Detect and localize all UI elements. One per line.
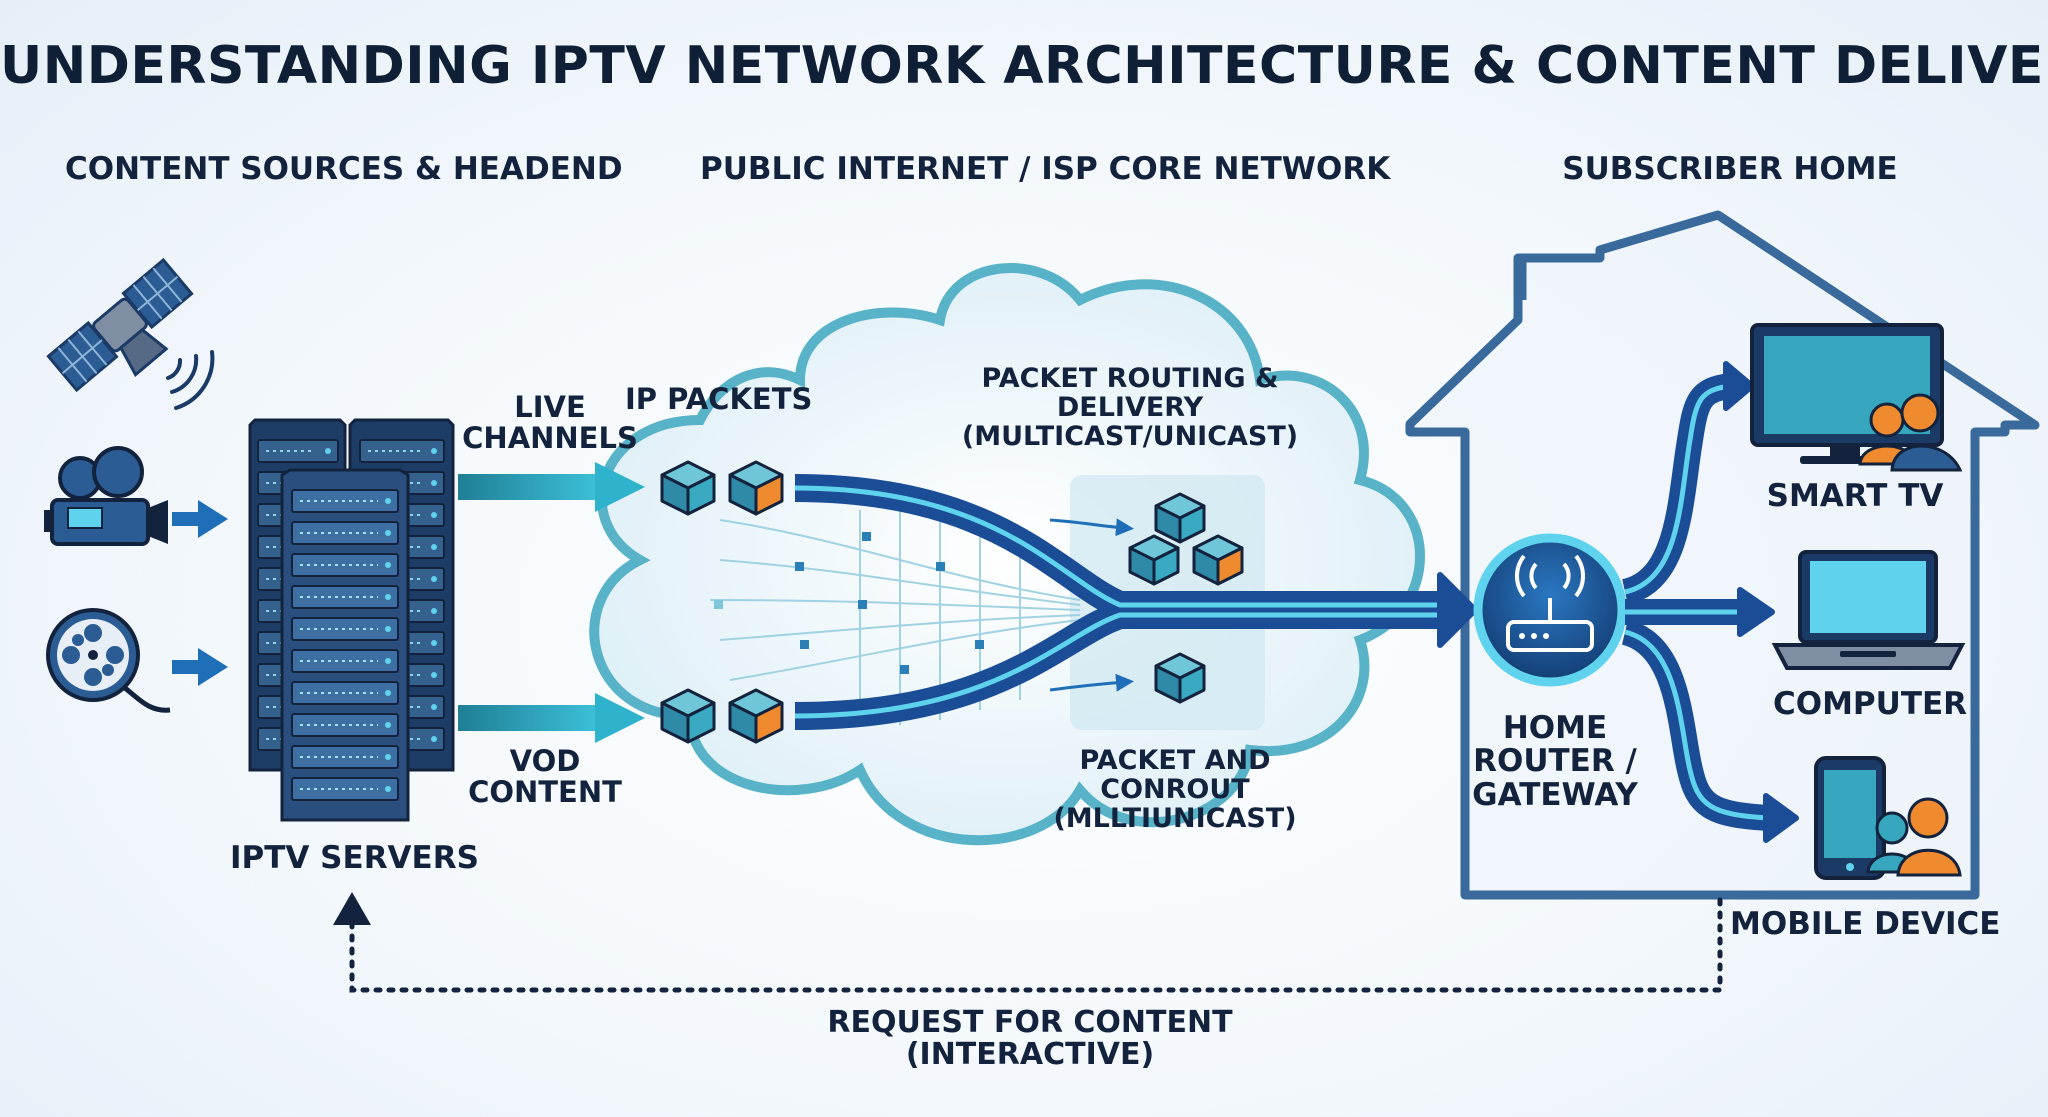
- user-icon: [1866, 797, 1962, 877]
- computer-label: COMPUTER: [1772, 686, 1968, 722]
- arrow-camera-to-servers: [172, 500, 228, 538]
- packet-cube-icon: [728, 460, 784, 516]
- packet-cube-icon: [1128, 534, 1180, 586]
- packet-line2: CONROUT: [1100, 774, 1250, 806]
- vod-label-line1: VOD: [509, 744, 581, 778]
- video-camera-icon: [44, 446, 168, 546]
- vod-content-label: VOD CONTENT: [460, 744, 630, 810]
- packet-cube-icon: [728, 688, 784, 744]
- packet-cube-group: [660, 460, 1244, 744]
- vod-label-line2: CONTENT: [468, 775, 622, 810]
- packet-cube-icon: [1154, 492, 1206, 544]
- multicast-stream: [794, 474, 1478, 730]
- section-core: PUBLIC INTERNET / ISP CORE NETWORK: [700, 151, 1391, 187]
- page-title: UNDERSTANDING IPTV NETWORK ARCHITECTURE …: [0, 36, 2048, 96]
- routing-line1: PACKET ROUTING &: [981, 363, 1279, 394]
- film-reel-icon: [46, 608, 171, 713]
- packet-line1: PACKET AND: [1079, 745, 1271, 776]
- section-home: SUBSCRIBER HOME: [1562, 151, 1898, 187]
- routing-delivery-label: PACKET ROUTING & DELIVERY (MULTICAST/UNI…: [960, 363, 1300, 453]
- routing-line2: DELIVERY: [1056, 392, 1204, 424]
- satellite-icon: [46, 257, 194, 393]
- live-label-line1: LIVE: [514, 390, 586, 424]
- user-icon: [1858, 393, 1963, 472]
- network-nodes: [714, 532, 984, 674]
- ip-packets-label: IP PACKETS: [625, 382, 813, 416]
- arrow-film-to-servers: [172, 648, 228, 686]
- live-label-line2: CHANNELS: [462, 421, 638, 456]
- wifi-router-icon: [1473, 533, 1627, 687]
- signal-waves-icon: [166, 350, 215, 410]
- packet-line3: (MLLTIUNICAST): [1053, 803, 1297, 835]
- router-line2: ROUTER /: [1473, 743, 1637, 780]
- live-channels-arrow: [458, 462, 645, 512]
- server-rack-icon: [248, 418, 455, 822]
- mobile-device-label: MOBILE DEVICE: [1730, 906, 2001, 942]
- laptop-icon: [1771, 550, 1966, 670]
- home-router-label: HOME ROUTER / GATEWAY: [1460, 710, 1650, 813]
- smart-tv-icon: [1750, 323, 1944, 464]
- packet-cube-icon: [1154, 652, 1206, 704]
- multicast-small-arrow: [1049, 518, 1134, 537]
- section-headend: CONTENT SOURCES & HEADEND: [65, 151, 623, 187]
- routing-line3: (MULTICAST/UNICAST): [961, 421, 1299, 453]
- packet-cube-icon: [660, 460, 716, 516]
- iptv-servers-label: IPTV SERVERS: [230, 840, 479, 876]
- smart-tv-label: SMART TV: [1766, 478, 1944, 514]
- router-line3: GATEWAY: [1472, 776, 1638, 813]
- packet-conrout-label: PACKET AND CONROUT (MLLTIUNICAST): [1040, 745, 1310, 835]
- packet-cube-icon: [660, 688, 716, 744]
- request-content-label: REQUEST FOR CONTENT (INTERACTIVE): [800, 1005, 1260, 1073]
- request-line1: REQUEST FOR CONTENT: [827, 1005, 1233, 1040]
- network-grid: [709, 505, 1081, 725]
- router-line1: HOME: [1502, 710, 1608, 746]
- live-channels-label: LIVE CHANNELS: [460, 390, 640, 456]
- unicast-small-arrow: [1049, 673, 1134, 692]
- request-line2: (INTERACTIVE): [905, 1037, 1155, 1073]
- home-distribution-arrows: [1620, 361, 1799, 843]
- vod-content-arrow: [458, 693, 645, 743]
- request-return-path: [333, 892, 1723, 993]
- packet-cube-icon: [1192, 534, 1244, 586]
